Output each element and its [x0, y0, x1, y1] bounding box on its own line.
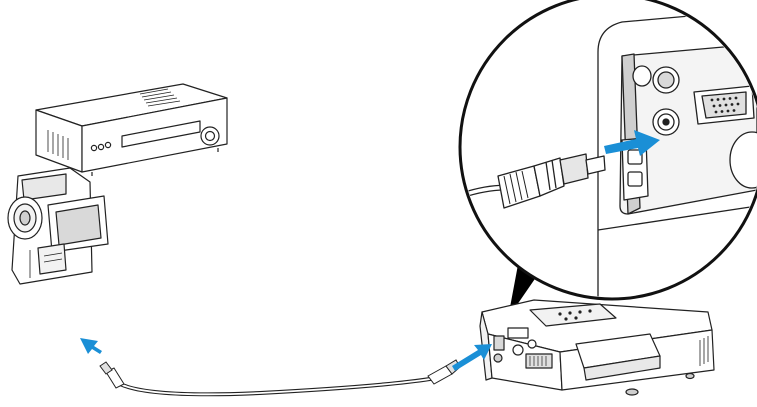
vcr-device-icon	[36, 84, 227, 176]
magnified-port-callout	[460, 0, 757, 327]
projector-device-icon	[480, 300, 714, 395]
camcorder-device-icon	[8, 168, 108, 284]
rca-video-cable	[100, 360, 460, 394]
rca-plug-left-icon	[100, 362, 124, 388]
arrow-to-source-icon	[80, 338, 102, 354]
rca-plug-right-icon	[428, 360, 460, 384]
